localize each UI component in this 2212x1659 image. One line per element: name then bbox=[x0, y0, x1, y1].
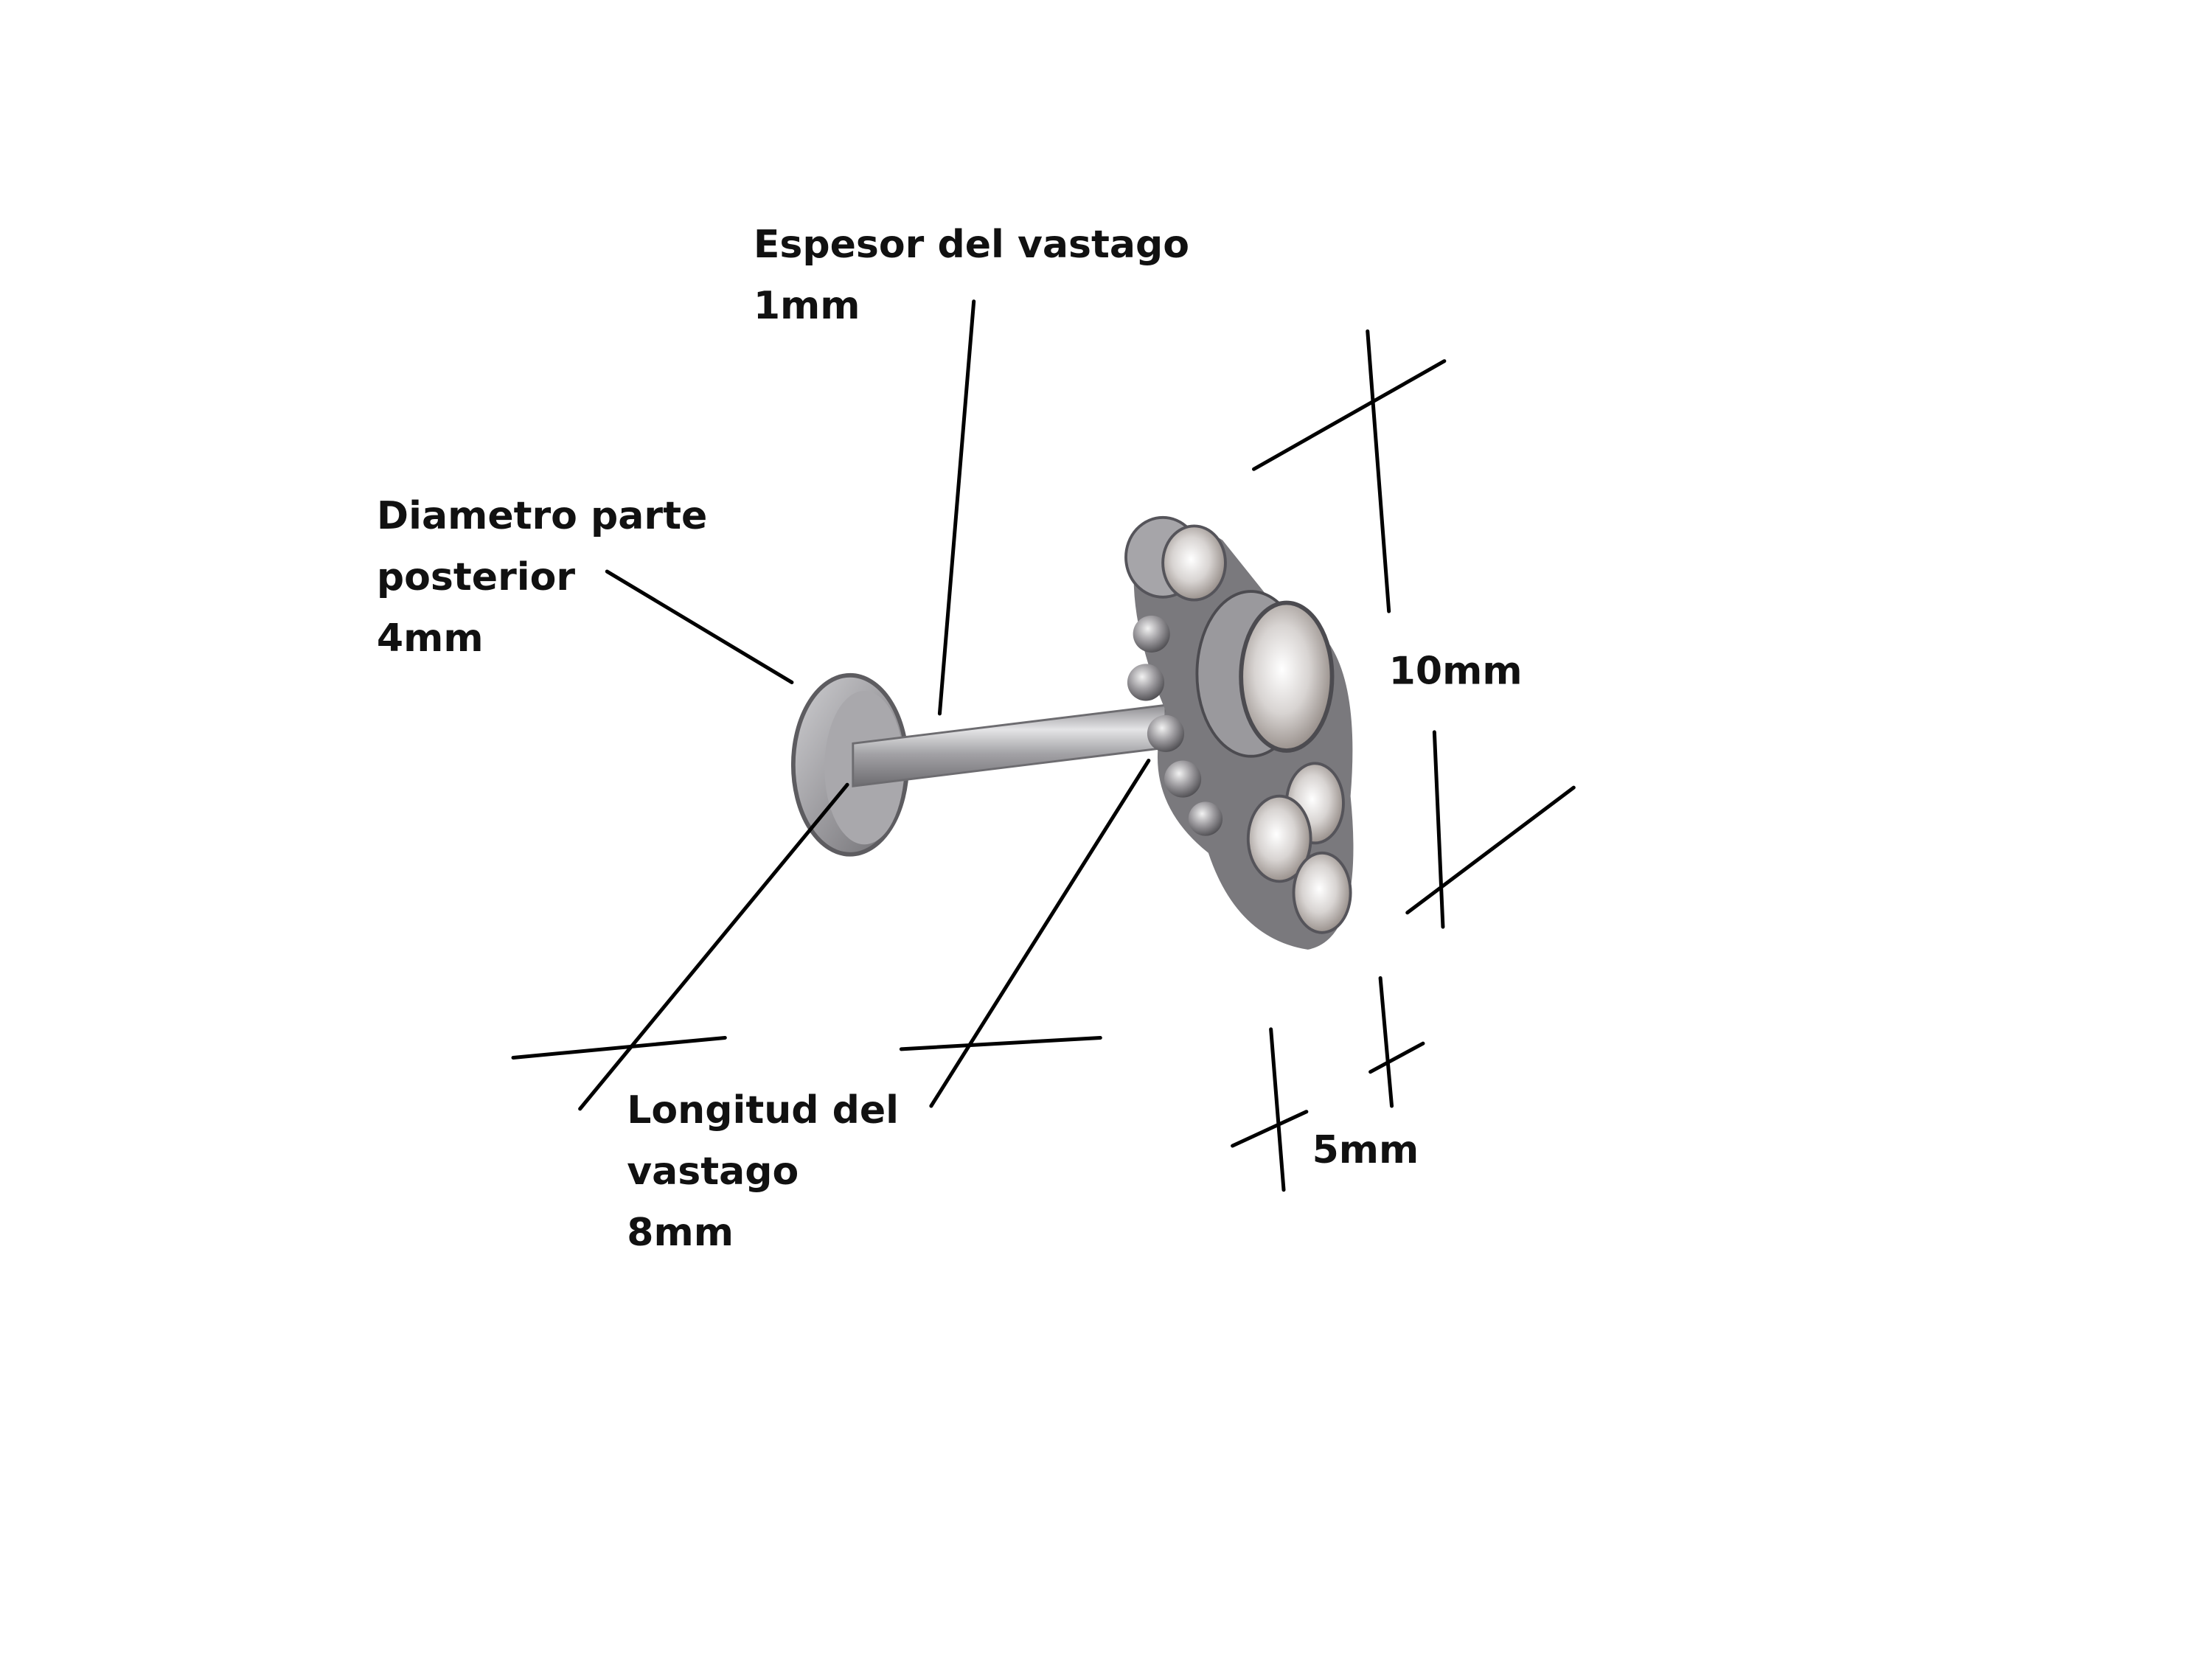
label-line: posterior bbox=[377, 555, 575, 599]
label-value: 8mm bbox=[627, 1211, 734, 1255]
labret-jewelry-image bbox=[790, 515, 1354, 950]
label-value: 10mm bbox=[1389, 649, 1523, 693]
label-head-height: 10mm bbox=[1389, 649, 1523, 693]
dimension-lines bbox=[511, 299, 1576, 1192]
label-shaft-length: Longitud del vastago 8mm bbox=[627, 1088, 899, 1255]
head-cluster bbox=[1124, 515, 1354, 950]
label-line: vastago bbox=[627, 1150, 799, 1194]
label-value: 4mm bbox=[377, 616, 484, 661]
label-head-width: 5mm bbox=[1312, 1128, 1419, 1172]
label-back-diameter: Diametro parte posterior 4mm bbox=[377, 494, 707, 661]
label-line: Longitud del bbox=[627, 1088, 899, 1133]
label-line: Espesor del vastago bbox=[754, 223, 1189, 267]
label-value: 5mm bbox=[1312, 1128, 1419, 1172]
label-value: 1mm bbox=[754, 284, 860, 328]
label-line: Diametro parte bbox=[377, 494, 707, 538]
label-shaft-thickness: Espesor del vastago 1mm bbox=[754, 223, 1189, 328]
